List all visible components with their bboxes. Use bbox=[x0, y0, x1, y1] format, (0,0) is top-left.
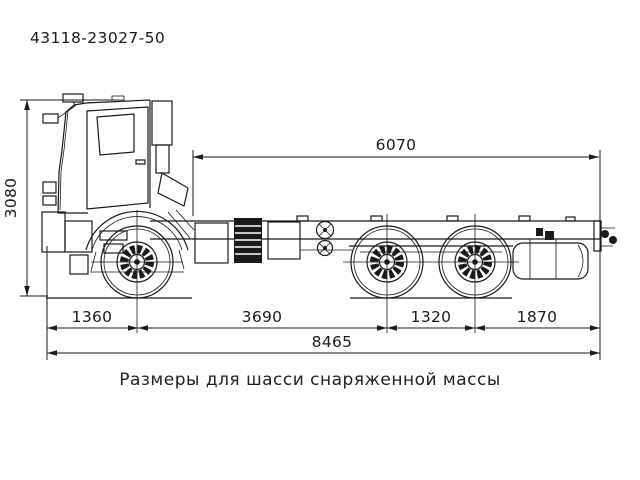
bogie-base-dimension-label: 1320 bbox=[411, 308, 452, 326]
muffler bbox=[234, 218, 262, 263]
dimension-overall-length: 8465 bbox=[47, 333, 600, 356]
front-fender bbox=[85, 210, 189, 251]
fuel-tank bbox=[512, 239, 589, 280]
dimension-chain-row: 1360 3690 1320 1870 bbox=[46, 246, 600, 360]
front-overhang-dimension-label: 1360 bbox=[72, 308, 113, 326]
rear-tow-hooks bbox=[536, 220, 617, 252]
wheelbase-dimension-label: 3690 bbox=[242, 308, 283, 326]
height-dimension-label: 3080 bbox=[2, 178, 20, 219]
drawing-caption: Размеры для шасси снаряженной массы bbox=[119, 370, 501, 390]
dimension-annotations: 3080 6070 bbox=[2, 99, 601, 360]
model-number-title: 43118-23027-50 bbox=[30, 29, 166, 47]
rear-overhang-dimension-label: 1870 bbox=[517, 308, 558, 326]
wheel-centerlines bbox=[91, 210, 519, 333]
dimension-frame-length: 6070 bbox=[192, 136, 601, 360]
tool-box bbox=[267, 221, 301, 260]
dimension-height: 3080 bbox=[2, 99, 116, 297]
cab-steps bbox=[99, 230, 128, 254]
overall-length-dimension-label: 8465 bbox=[312, 333, 353, 351]
truck-drawing bbox=[41, 93, 617, 333]
air-tanks bbox=[315, 220, 335, 257]
truck-cab bbox=[41, 93, 195, 275]
mirrors bbox=[42, 93, 84, 124]
air-intake bbox=[151, 100, 189, 207]
battery-box bbox=[194, 222, 229, 264]
front-bumper bbox=[41, 211, 93, 275]
frame-length-dimension-label: 6070 bbox=[376, 136, 417, 154]
